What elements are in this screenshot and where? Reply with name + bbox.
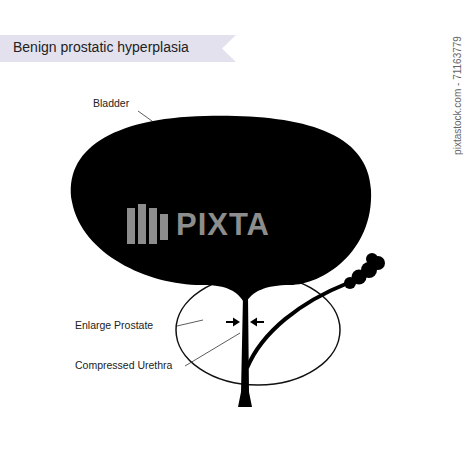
bladder bbox=[71, 116, 371, 304]
part-label: Bladder bbox=[93, 97, 129, 109]
vas-deferens bbox=[247, 283, 348, 368]
title: Benign prostatic hyperplasia bbox=[13, 39, 189, 55]
compression-arrows bbox=[226, 318, 264, 327]
part-label: Compressed Urethra bbox=[75, 359, 172, 371]
watermark: PIXTA bbox=[176, 207, 270, 243]
seminal-vesicle bbox=[344, 253, 385, 289]
prostate-outline bbox=[176, 275, 340, 385]
part-label: Enlarge Prostate bbox=[75, 319, 153, 331]
watermark-logo bbox=[127, 204, 168, 244]
title-banner bbox=[0, 35, 236, 62]
watermark: pixtastock.com - 71163779 bbox=[452, 36, 463, 155]
urethra bbox=[238, 296, 252, 407]
